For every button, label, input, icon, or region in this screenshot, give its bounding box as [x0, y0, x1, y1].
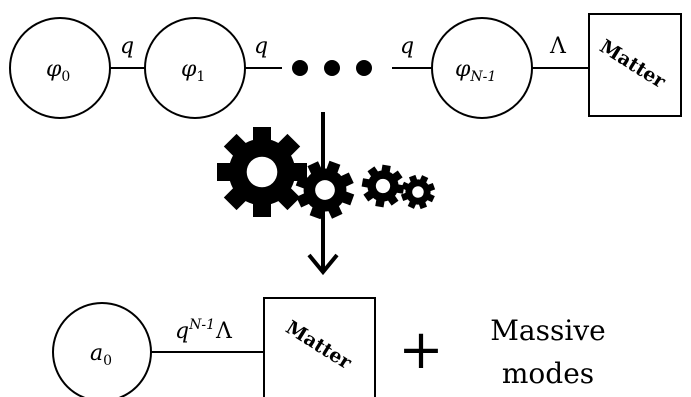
lambda-label: Λ — [549, 34, 567, 59]
svg-text:φN-1: φN-1 — [455, 57, 496, 85]
node-phi-n-minus-1: φN-1 — [431, 17, 533, 119]
matter-box-top: Matter — [588, 13, 682, 117]
matter-box-bottom: Matter — [263, 297, 376, 397]
svg-text:a0: a0 — [90, 341, 112, 369]
node-phi-1: φ1 — [144, 17, 246, 119]
link-label-q: q — [120, 34, 134, 59]
ellipsis-dots — [292, 60, 372, 76]
massive-modes-line1: Massive — [490, 314, 605, 347]
plus-sign: + — [398, 318, 443, 381]
bottom-chain: a0 qN-1Λ Matter + Massive modes — [52, 297, 606, 397]
gear-icon — [358, 161, 408, 211]
svg-text:φ0: φ0 — [46, 57, 70, 85]
transformation-process — [217, 112, 441, 276]
gear-icon — [217, 127, 307, 217]
link-label-q: q — [254, 34, 268, 59]
link-label-q: q — [400, 34, 414, 59]
node-phi-0: φ0 — [9, 17, 111, 119]
svg-text:φ1: φ1 — [181, 57, 205, 85]
arrow-down-icon — [307, 253, 339, 276]
massive-modes-line2: modes — [502, 357, 594, 390]
top-chain: φ0 φ1 φN-1 q q q Λ Matter — [9, 13, 682, 119]
coupling-label: qN-1Λ — [175, 317, 233, 344]
node-a-0: a0 — [52, 302, 152, 397]
